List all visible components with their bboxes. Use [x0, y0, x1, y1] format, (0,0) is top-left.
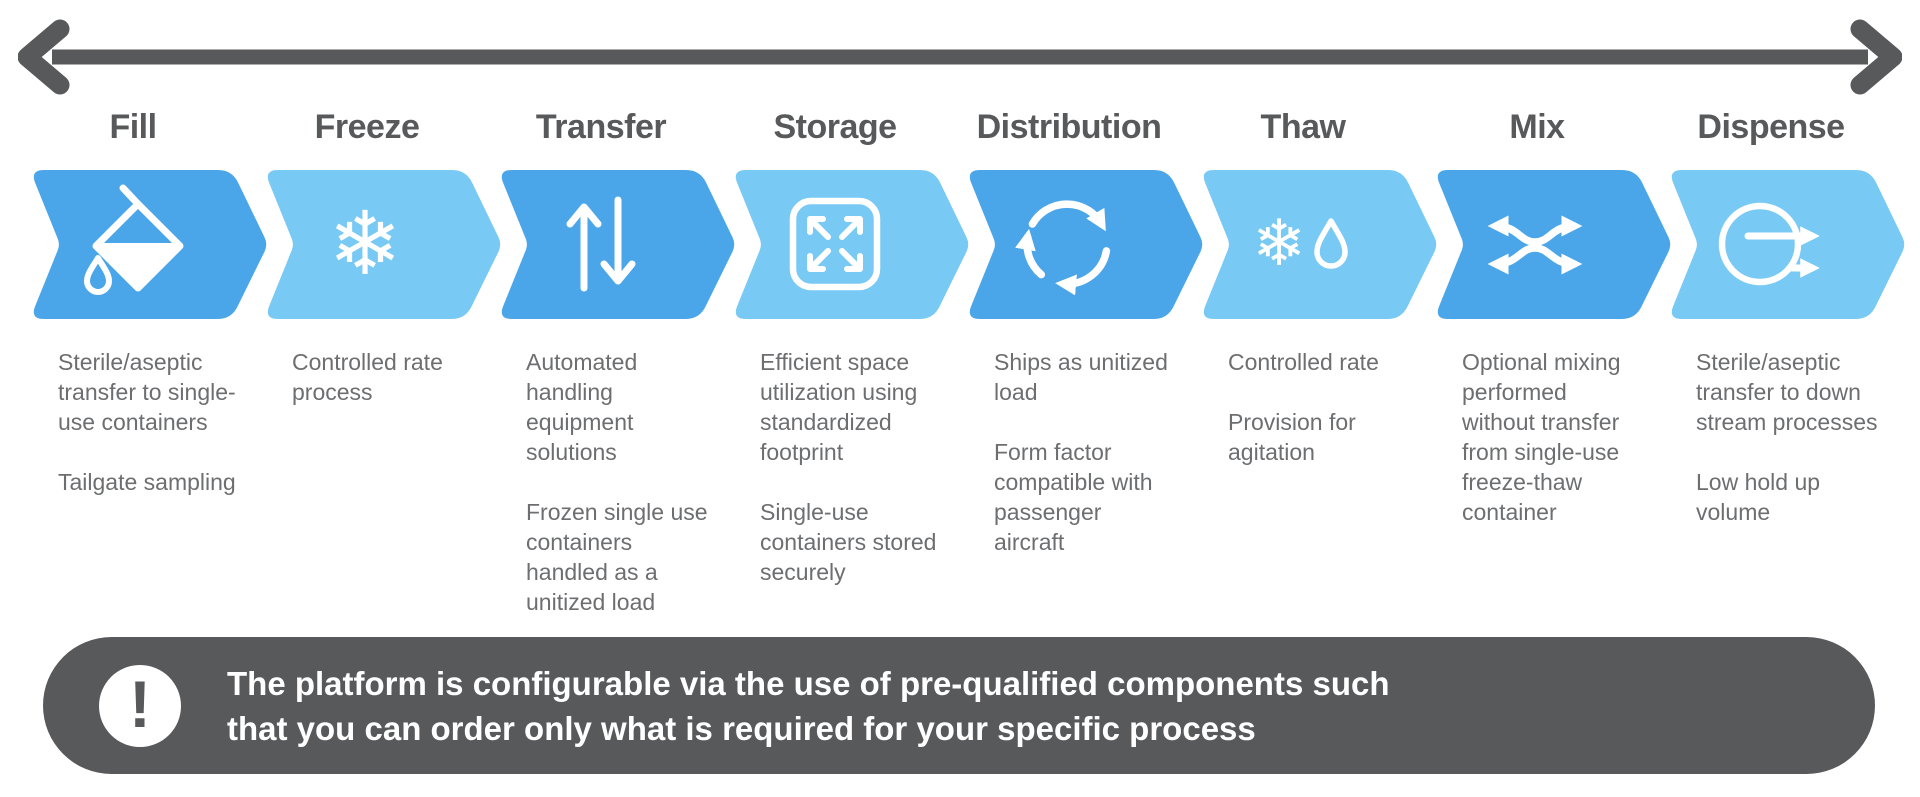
stage-title: Mix [1509, 108, 1565, 146]
outflow-icon [1704, 182, 1834, 306]
note-line-2: that you can order only what is required… [227, 709, 1256, 747]
stage-bullets: Controlled rate Provision for agitation [1228, 347, 1410, 467]
note-banner-text: The platform is configurable via the use… [227, 661, 1390, 751]
pour-container-icon [66, 182, 196, 306]
snowflake-droplet-icon: ❄ [1236, 182, 1366, 306]
stage-bullets: Efficient space utilization using standa… [760, 347, 942, 587]
bullet-text: Single-use containers stored securely [760, 499, 937, 585]
stage-bullets: Ships as unitized load Form factor compa… [994, 347, 1176, 557]
note-line-1: The platform is configurable via the use… [227, 664, 1390, 702]
bullet-text: Sterile/aseptic transfer to down stream … [1696, 349, 1878, 435]
stage-bullets: Optional mixing performed without transf… [1462, 347, 1644, 527]
stage-fill: Fill Sterile/aseptic transfer to single-… [26, 108, 272, 497]
bullet-text: Provision for agitation [1228, 409, 1356, 465]
stage-chevron [962, 166, 1208, 323]
snowflake-icon: ❄ [328, 192, 402, 295]
stage-mix: Mix Optional mixing performed without tr… [1430, 108, 1676, 527]
stage-chevron: ❄ [260, 166, 506, 323]
stage-title: Transfer [535, 108, 667, 146]
stage-distribution: Distribution Ships as unitized load Form… [962, 108, 1208, 557]
exclamation-icon: ! [99, 664, 181, 747]
bullet-text: Automated handling equipment solutions [526, 349, 638, 465]
bullet-text: Efficient space utilization using standa… [760, 349, 918, 465]
bullet-text: Form factor compatible with passenger ai… [994, 439, 1153, 555]
bidirectional-timeline-arrow-icon [18, 19, 1902, 95]
bullet-text: Optional mixing performed without transf… [1462, 349, 1621, 525]
stage-title: Freeze [314, 108, 420, 146]
stage-chevron [1664, 166, 1910, 323]
stage-bullets: Automated handling equipment solutions F… [526, 347, 708, 617]
note-banner: ! The platform is configurable via the u… [43, 637, 1875, 774]
expand-arrows-icon [768, 182, 898, 306]
stage-chevron: ❄ [1196, 166, 1442, 323]
stage-thaw: Thaw ❄ Controlled rate Provision for agi… [1196, 108, 1442, 467]
stage-title: Thaw [1260, 108, 1346, 146]
stage-chevron [26, 166, 272, 323]
stage-bullets: Sterile/aseptic transfer to down stream … [1696, 347, 1878, 527]
bullet-text: Tailgate sampling [58, 469, 236, 495]
bullet-text: Ships as unitized load [994, 349, 1168, 405]
bullet-text: Low hold up volume [1696, 469, 1821, 525]
stage-title: Dispense [1697, 108, 1845, 146]
stage-dispense: Dispense Sterile/aseptic transfer to dow… [1664, 108, 1910, 527]
shuffle-arrows-icon [1470, 182, 1600, 306]
stage-chevron [728, 166, 974, 323]
stage-title: Distribution [976, 108, 1162, 146]
bullet-text: Controlled rate [1228, 349, 1379, 375]
bullet-text: Controlled rate process [292, 349, 443, 405]
stage-title: Fill [109, 108, 157, 146]
stage-freeze: Freeze ❄ Controlled rate process [260, 108, 506, 407]
circular-arrows-icon [1002, 182, 1132, 306]
stage-bullets: Sterile/aseptic transfer to single-use c… [58, 347, 240, 497]
stage-chevron [494, 166, 740, 323]
bullet-text: Sterile/aseptic transfer to single-use c… [58, 349, 236, 435]
stage-title: Storage [773, 108, 897, 146]
stage-bullets: Controlled rate process [292, 347, 474, 407]
stage-storage: Storage Efficient space utilization usi [728, 108, 974, 587]
stage-chevron [1430, 166, 1676, 323]
stage-transfer: Transfer Automated handling equipment so… [494, 108, 740, 617]
up-down-arrows-icon [534, 182, 664, 306]
bullet-text: Frozen single use containers handled as … [526, 499, 708, 615]
